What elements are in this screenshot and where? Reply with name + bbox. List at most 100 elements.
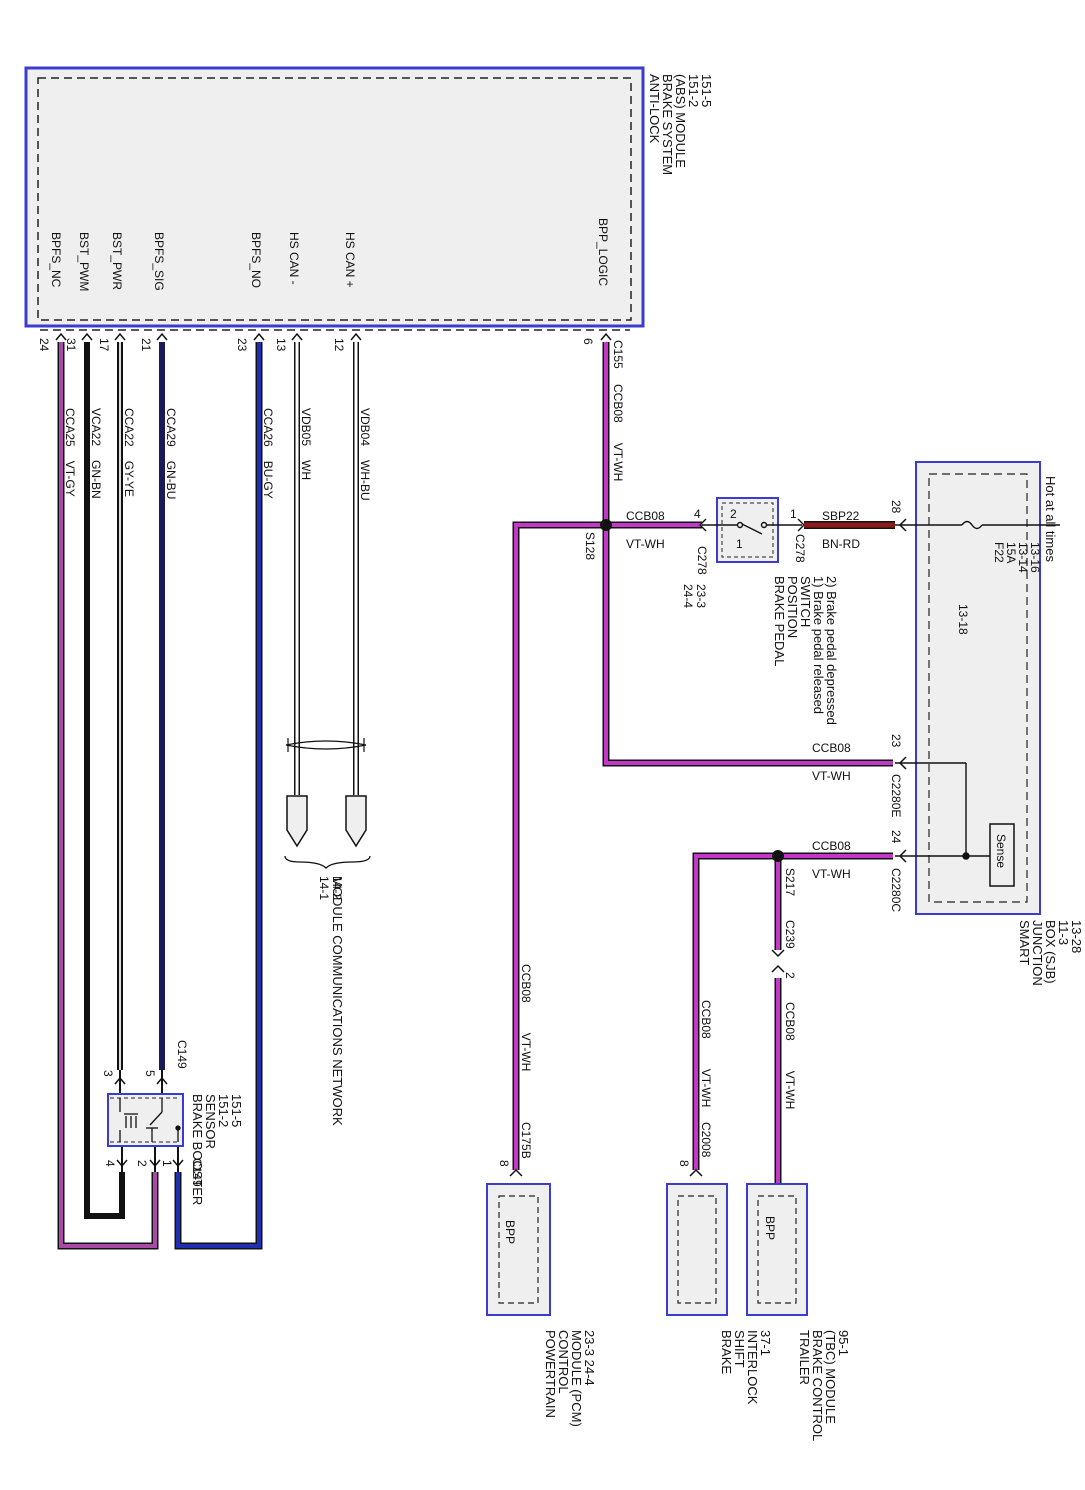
sjb-box <box>915 461 1041 915</box>
wire-ccb08-bsi <box>694 854 893 1170</box>
label-ccb08-pcm: CCB08VT-WH <box>519 964 533 1071</box>
abs-pin-label-bpp-logic: BPP_LOGIC <box>596 218 610 286</box>
sjb-sense-box <box>989 823 1015 887</box>
abs-pin-label-bpfs-no: BPFS_NO <box>249 232 263 288</box>
label-ccb08-abs: CCB08VT-WH <box>611 384 625 481</box>
pcm-box <box>486 1183 551 1316</box>
abs-pin-num-31: 31 <box>64 338 78 352</box>
c2008-label: C2008 <box>699 1122 713 1158</box>
pcm-pin-8: 8 <box>497 1160 511 1167</box>
label-cca22: CCA22GY-YE <box>122 408 136 497</box>
bpp-switch-title: BRAKE PEDAL POSITION SWITCH 1) Brake ped… <box>772 576 839 725</box>
label-cca29: CCA29GN-BU <box>164 408 178 499</box>
c149-bottom: C149 <box>190 1158 204 1187</box>
label-ccb08-tbc: CCB08VT-WH <box>783 1002 797 1109</box>
wire-ccb08-abs <box>604 342 893 765</box>
brake-booster-sensor: BRAKE BOOSTER SENSOR 151-2 151-5 C149 C1… <box>101 1040 244 1205</box>
s128-label: S128 <box>583 532 597 560</box>
s217-label: S217 <box>783 868 797 896</box>
bbs-pin-4: 4 <box>103 1160 117 1167</box>
wire-vca22 <box>84 342 125 1219</box>
splice-s128-dot <box>600 519 612 531</box>
booster-wires <box>57 342 359 1250</box>
c239-pin-2: 2 <box>783 972 797 979</box>
label-ccb08-bpp-circuit: CCB08 <box>626 509 665 523</box>
bpp-pin-1: 1 <box>790 507 797 521</box>
ccb08-wires <box>512 342 893 1186</box>
tbc-box <box>746 1183 808 1316</box>
abs-pin-num-23: 23 <box>235 338 249 352</box>
bpp-refs: 23-3 24-4 <box>681 584 708 611</box>
abs-pin-arrows <box>55 332 612 341</box>
abs-pin-label-hs-can-minus: HS CAN - <box>287 232 301 285</box>
bbs-pin-3: 3 <box>101 1070 115 1077</box>
sjb-fuse-ref: 13-18 <box>956 604 970 635</box>
abs-pin-num-13: 13 <box>274 338 288 352</box>
c239-connector <box>771 949 785 973</box>
bbs-pin-2: 2 <box>135 1160 149 1167</box>
sjb-pin-23: 23 <box>889 734 903 748</box>
c155-label: C155 <box>611 340 625 369</box>
bpp-switch-pos-1: 1 <box>736 537 743 551</box>
label-ccb08-sjb24-circuit: CCB08 <box>812 839 851 853</box>
c2280c-label: C2280C <box>889 868 903 912</box>
smart-junction-box: Sense Hot at all times F22 15A 13-14 13-… <box>889 461 1084 989</box>
wire-sbp22: SBP22 BN-RD <box>804 509 895 551</box>
abs-module: ANTI-LOCK BRAKE SYSTEM (ABS) MODULE 151-… <box>24 66 714 352</box>
wire-ccb08-pcm <box>514 523 606 1170</box>
splice-s217-dot <box>772 850 784 862</box>
label-cca25: CCA25VT-GY <box>63 408 77 497</box>
label-vdb04: VDB04WH-BU <box>358 408 372 501</box>
abs-module-box <box>24 66 645 328</box>
sjb-pin-28: 28 <box>889 500 903 514</box>
tbc-bpp-label: BPP <box>763 1216 777 1240</box>
ccb08-labels: C155 CCB08VT-WH S128 CCB08 VT-WH CCB08VT… <box>519 340 851 1159</box>
c175b-label: C175B <box>519 1122 533 1159</box>
bsi-module: 8 BRAKE SHIFT INTERLOCK 37-1 <box>666 1160 773 1405</box>
abs-module-inner <box>37 77 632 321</box>
sjb-sense-label: Sense <box>994 834 1008 868</box>
abs-module-title: ANTI-LOCK BRAKE SYSTEM (ABS) MODULE 151-… <box>647 74 714 179</box>
abs-pin-num-17: 17 <box>97 338 111 352</box>
label-sbp22-circuit: SBP22 <box>822 509 860 523</box>
sjb-sense-circuit <box>895 762 990 860</box>
abs-pin-num-24: 24 <box>37 338 51 352</box>
sjb-hot-label: Hot at all times <box>1043 476 1058 562</box>
label-sbp22-color: BN-RD <box>822 537 860 551</box>
bsi-pin-8: 8 <box>677 1160 691 1167</box>
abs-pin-num-21: 21 <box>139 338 153 352</box>
abs-pin-label-bpfs-nc: BPFS_NC <box>49 232 63 288</box>
pcm-module: 8 BPP POWERTRAIN CONTROL MODULE (PCM) 23… <box>486 1160 597 1430</box>
label-vca22: VCA22GN-BN <box>89 408 103 499</box>
sjb-fuse <box>895 520 1060 530</box>
network-plug-vdb04 <box>345 795 367 848</box>
booster-sensor-switch <box>119 1098 181 1142</box>
abs-pin-label-hs-can-plus: HS CAN + <box>343 232 357 288</box>
c278-left: C278 <box>695 546 709 575</box>
network-refs: 14-1 14-2 <box>317 876 344 903</box>
pcm-bpp-label: BPP <box>503 1220 517 1244</box>
brake-pedal-position-switch: 4 1 2 1 C278 C278 23-3 24-4 BRAKE PEDAL … <box>681 497 839 725</box>
left-wire-labels: CCA25VT-GY VCA22GN-BN CCA22GY-YE CCA29GN… <box>63 408 372 501</box>
label-ccb08-sjb23-color: VT-WH <box>812 769 851 783</box>
label-cca26: CCA26BU-GY <box>261 408 275 499</box>
label-ccb08-sjb23-circuit: CCB08 <box>812 741 851 755</box>
abs-pin-num-12: 12 <box>332 338 346 352</box>
c239-label: C239 <box>783 920 797 949</box>
label-vdb05: VDB05WH <box>299 408 313 480</box>
abs-pin-label-bst-pwm: BST_PWM <box>77 232 91 291</box>
abs-pin-label-bpfs-sig: BPFS_SIG <box>152 232 166 291</box>
bbs-pin-5: 5 <box>143 1070 157 1077</box>
sjb-title: SMART JUNCTION BOX (SJB) 11-3 13-28 <box>1017 920 1084 989</box>
c2280e-label: C2280E <box>889 774 903 817</box>
sjb-pin-24: 24 <box>889 830 903 844</box>
abs-pin-label-bst-pwr: BST_PWR <box>110 232 124 290</box>
network-plug-vdb05 <box>286 795 308 848</box>
network-connectors <box>286 795 367 848</box>
c149-top: C149 <box>175 1040 189 1069</box>
bbs-pin-1: 1 <box>160 1160 174 1167</box>
pcm-title: POWERTRAIN CONTROL MODULE (PCM) 23-3 24-… <box>543 1330 597 1430</box>
network-twist <box>285 738 367 752</box>
sjb-fuse-label: F22 15A 13-14 13-16 <box>992 542 1042 576</box>
